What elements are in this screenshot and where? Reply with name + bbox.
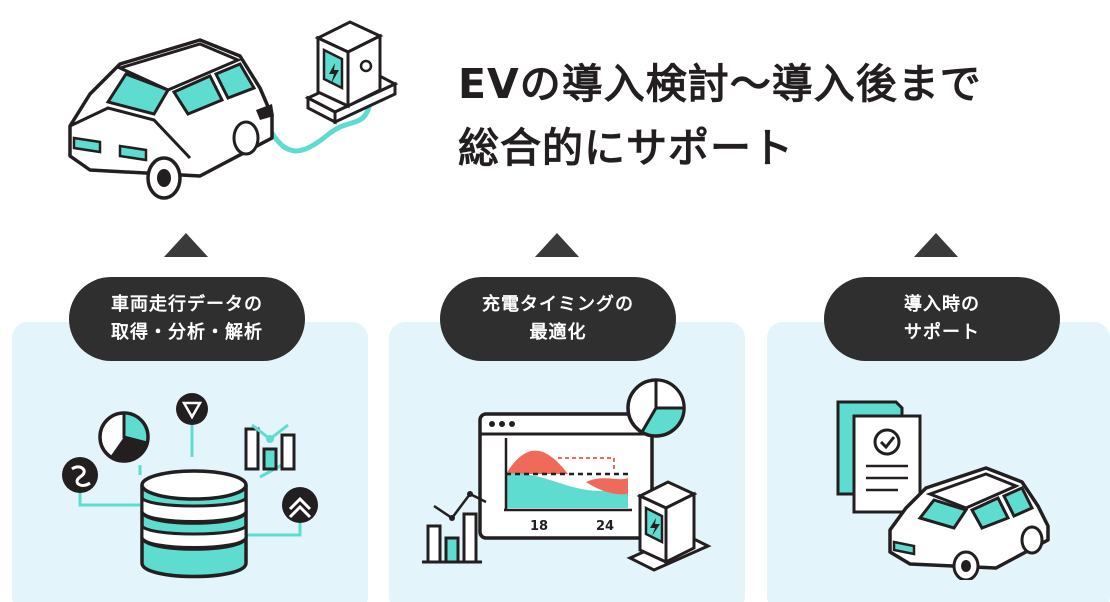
charging-chart-illustration: 18 24	[422, 378, 712, 572]
charging-station-icon	[304, 20, 399, 125]
database-illustration	[62, 393, 318, 579]
bar-chart-icon	[244, 423, 296, 471]
document-stack-icon	[836, 400, 922, 514]
headline-line-1: EVの導入検討〜導入後まで	[458, 60, 982, 108]
swirl-icon	[62, 457, 98, 493]
charging-cable-icon	[265, 102, 373, 154]
label-charging-optimization: 充電タイミングの 最適化	[440, 277, 676, 361]
coral-area	[506, 450, 568, 474]
filter-triangle-icon	[176, 393, 208, 425]
x-tick-24: 24	[596, 519, 614, 534]
teal-area	[506, 473, 628, 508]
label-vehicle-data: 車両走行データの 取得・分析・解析	[69, 277, 305, 361]
database-icon	[140, 469, 248, 579]
support-illustration	[836, 400, 1050, 580]
headline: EVの導入検討〜導入後まで 総合的にサポート	[458, 52, 1098, 180]
arrow-up-icon	[164, 233, 208, 257]
arrow-up-icon	[535, 233, 579, 257]
label-introduction-support: 導入時の サポート	[824, 277, 1060, 361]
ev-charging-illustration	[68, 20, 399, 200]
x-tick-18: 18	[530, 519, 548, 534]
ev-car-icon	[68, 38, 274, 200]
chevron-up-icon	[282, 487, 318, 523]
charging-station-icon	[626, 480, 712, 572]
pie-chart-icon	[626, 378, 686, 438]
arrow-up-icon	[914, 233, 958, 257]
headline-line-2: 総合的にサポート	[458, 124, 794, 172]
ev-car-icon	[888, 466, 1050, 580]
checkmark-icon	[873, 428, 901, 456]
bar-chart-icon	[422, 491, 487, 564]
pie-chart-icon	[98, 411, 150, 463]
